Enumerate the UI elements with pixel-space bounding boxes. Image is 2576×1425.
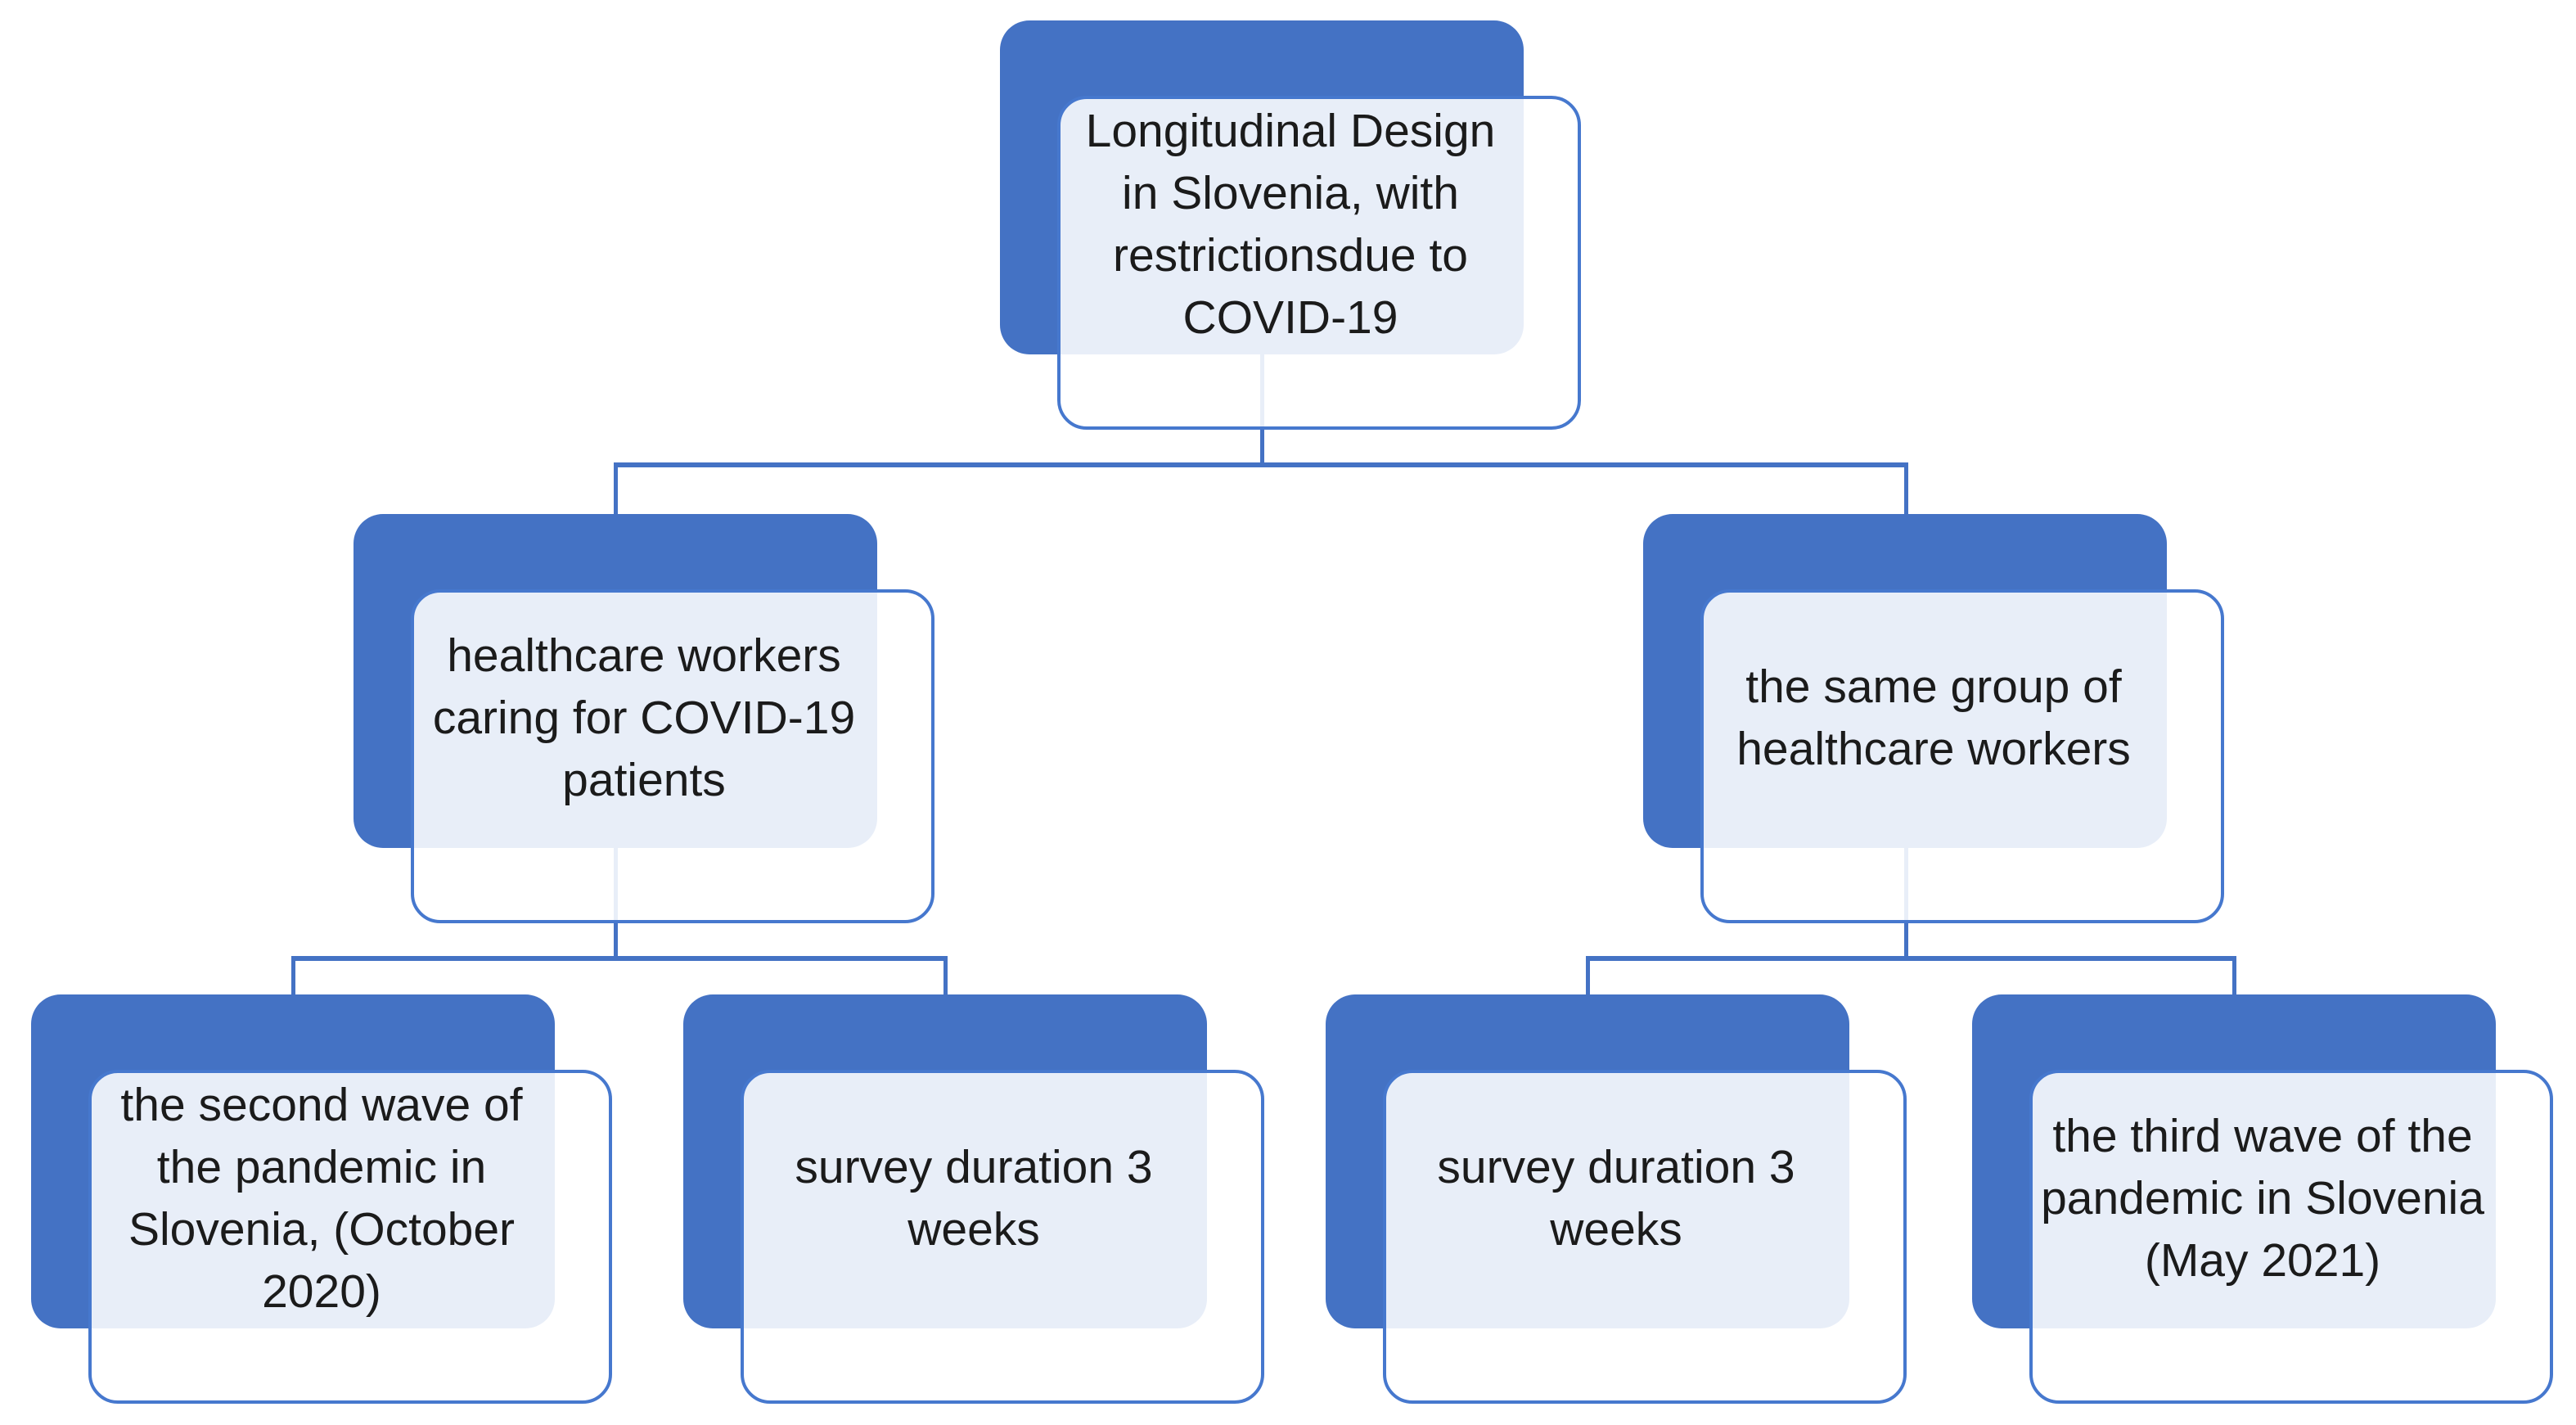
node-leaf-3-label: survey duration 3 weeks [1437, 1141, 1795, 1256]
node-leaf-2-front-shape [741, 1070, 1264, 1404]
connector-row1-horizontal [614, 462, 1908, 467]
node-branch-right-label: the same group of healthcare workers [1736, 661, 2131, 775]
connector-row2-right [1586, 956, 2236, 961]
node-leaf-3-front-shape [1383, 1070, 1907, 1404]
node-leaf-4-front-shape [2029, 1070, 2553, 1404]
node-leaf-4-label: the third wave of the pandemic in Sloven… [2041, 1110, 2484, 1287]
connector-drop-branch-right [1904, 462, 1908, 520]
connector-drop-leaf-1 [291, 956, 295, 1007]
node-branch-left-front-shape [411, 589, 934, 923]
connector-drop-branch-left [614, 462, 618, 520]
node-branch-left-label: healthcare workers caring for COVID-19 p… [432, 629, 856, 806]
node-leaf-1-front-shape [88, 1070, 612, 1404]
node-branch-left: healthcare workers caring for COVID-19 p… [354, 514, 934, 923]
connector-row2-left [291, 956, 947, 961]
connector-drop-leaf-3 [1586, 956, 1590, 1007]
node-root-label: Longitudinal Design in Slovenia, with re… [1085, 105, 1496, 344]
node-branch-right: the same group of healthcare workers [1643, 514, 2224, 923]
node-leaf-1-label: the second wave of the pandemic in Slove… [120, 1079, 523, 1318]
node-leaf-2-label: survey duration 3 weeks [795, 1141, 1153, 1256]
node-leaf-3: survey duration 3 weeks [1326, 994, 1907, 1404]
node-leaf-4: the third wave of the pandemic in Sloven… [1972, 994, 2553, 1404]
connector-drop-leaf-4 [2232, 956, 2236, 1007]
connector-drop-leaf-2 [943, 956, 948, 1007]
node-leaf-2: survey duration 3 weeks [683, 994, 1264, 1404]
node-root: Longitudinal Design in Slovenia, with re… [1000, 20, 1581, 430]
node-branch-right-front-shape [1700, 589, 2224, 923]
node-root-front-shape [1057, 96, 1581, 430]
node-leaf-1: the second wave of the pandemic in Slove… [31, 994, 612, 1404]
